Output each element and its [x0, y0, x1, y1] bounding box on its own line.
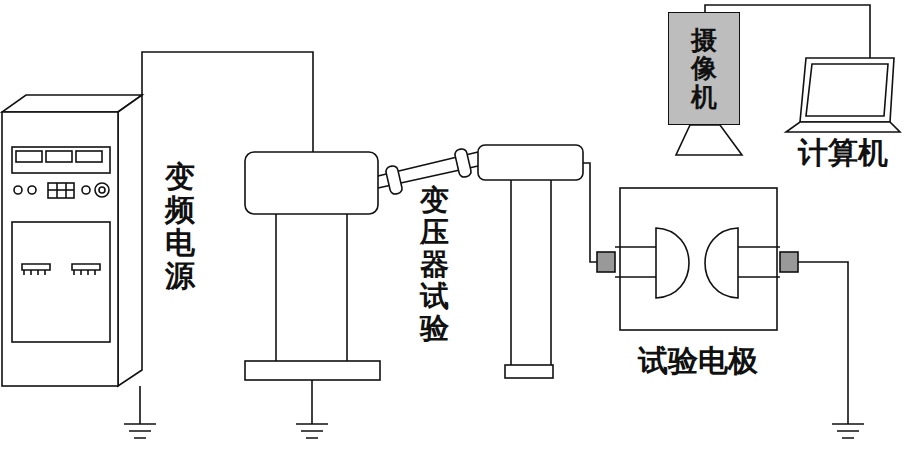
transformer-caption: 变压器试验	[420, 185, 449, 344]
ground-symbol	[797, 262, 864, 438]
electrode-rod	[615, 247, 656, 277]
node-label: 变频电源	[165, 160, 195, 292]
terminal	[597, 252, 615, 272]
test-transformer	[478, 145, 583, 378]
supply-wire	[142, 52, 313, 152]
node-label: 试验电极	[638, 344, 758, 377]
camera-lens	[676, 125, 742, 155]
transformer-tank	[478, 145, 583, 180]
electrode-chamber	[597, 188, 798, 330]
cabinet-side	[118, 95, 142, 386]
electrode-rod	[738, 247, 780, 277]
transformer-base	[245, 361, 380, 380]
keypad-line	[65, 183, 67, 198]
transformer-tank	[245, 152, 378, 214]
display-window	[16, 151, 42, 162]
computer: 计算机	[784, 58, 902, 174]
knob	[82, 186, 90, 194]
lower-panel	[12, 222, 110, 342]
node-label: 摄像机	[691, 26, 717, 112]
socket	[72, 264, 100, 275]
chamber-box	[620, 188, 777, 330]
knob	[99, 187, 105, 193]
hemisphere-electrode	[656, 228, 689, 298]
keypad-line	[48, 189, 74, 191]
transformer-base	[505, 365, 553, 378]
keypad	[48, 183, 74, 198]
hemisphere-electrode	[705, 228, 738, 298]
hv-wire	[583, 163, 597, 262]
keypad-line	[56, 183, 58, 198]
display-window	[76, 151, 102, 162]
power-cabinet	[2, 95, 142, 386]
socket	[22, 264, 50, 275]
ground-symbol	[296, 380, 328, 438]
knob	[28, 186, 36, 194]
knob	[14, 186, 22, 194]
power-supply: 变频电源	[0, 95, 210, 390]
test-transformer	[245, 152, 380, 380]
display-window	[46, 151, 72, 162]
test-electrode: 试验电极	[597, 188, 798, 384]
cabinet-front	[2, 112, 118, 386]
terminal	[780, 252, 798, 272]
camera-box: 摄像机	[668, 12, 740, 125]
ground-symbol	[124, 386, 156, 438]
display-panel	[12, 147, 110, 173]
laptop	[786, 58, 900, 132]
node-label: 计算机	[798, 136, 888, 169]
knob	[95, 183, 109, 197]
